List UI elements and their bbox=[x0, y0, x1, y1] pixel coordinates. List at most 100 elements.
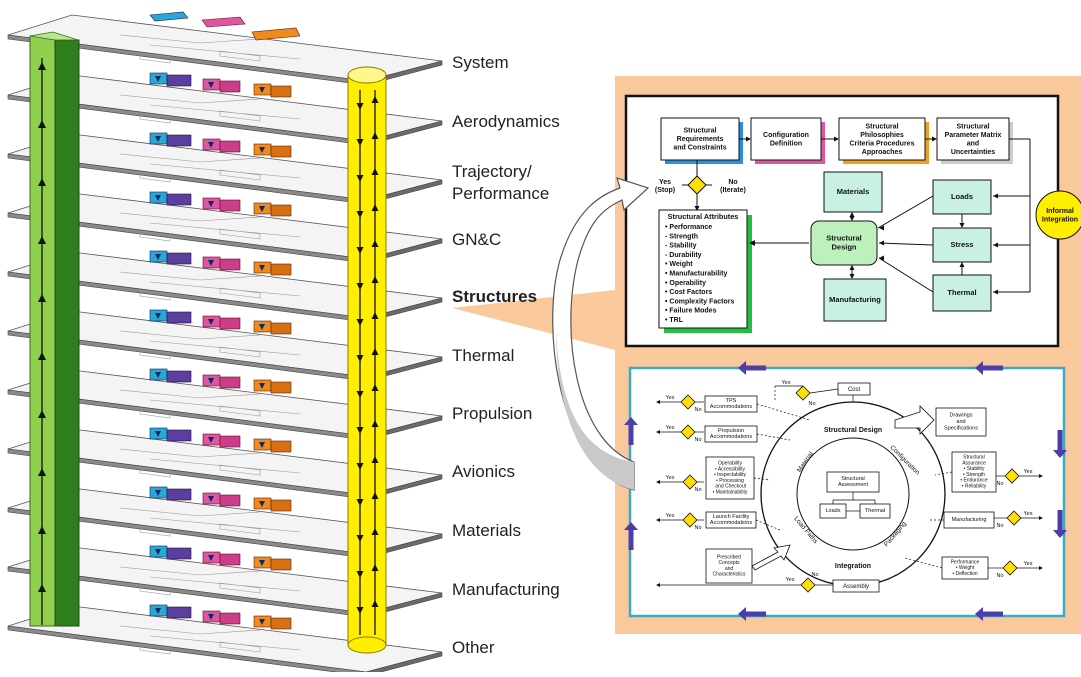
ring-label: Structural Design bbox=[824, 427, 882, 434]
discipline-label: Propulsion bbox=[452, 404, 533, 423]
flow-arrow-shaft bbox=[628, 425, 634, 445]
plate bbox=[7, 251, 443, 335]
plate bbox=[7, 605, 443, 677]
plate-sketch bbox=[119, 448, 301, 478]
text-line: Structural bbox=[841, 476, 865, 482]
discipline-label: Trajectory/ Performance bbox=[452, 162, 550, 203]
arrowhead bbox=[371, 276, 379, 283]
orange-block bbox=[270, 558, 292, 571]
text-line: No bbox=[996, 523, 1003, 529]
arrowhead bbox=[356, 283, 364, 290]
plate-sketch bbox=[119, 330, 301, 360]
arrowhead bbox=[849, 265, 855, 270]
text-line: Structural bbox=[683, 127, 716, 134]
arrowhead bbox=[371, 204, 379, 211]
orange-block bbox=[270, 204, 292, 217]
text-line: • Endurance bbox=[960, 478, 988, 484]
arrowhead bbox=[834, 136, 839, 142]
decision-diamond bbox=[800, 577, 816, 593]
text-line: (Iterate) bbox=[720, 187, 746, 194]
text-line: TPS bbox=[726, 398, 737, 404]
arrowhead bbox=[993, 289, 998, 295]
orange-block bbox=[270, 85, 292, 98]
box-label: Loads bbox=[826, 508, 841, 514]
text-line: • Performance bbox=[665, 224, 712, 231]
callout-wedge bbox=[452, 290, 615, 350]
arrowhead bbox=[208, 437, 214, 443]
discipline-label: Aerodynamics bbox=[452, 112, 560, 131]
text-line: Yes bbox=[786, 577, 795, 583]
plate bbox=[7, 369, 443, 453]
text-line: Stress bbox=[951, 240, 974, 249]
arrowhead bbox=[849, 216, 855, 221]
arrowhead bbox=[371, 348, 379, 355]
arrowhead bbox=[879, 225, 884, 231]
text-line: No bbox=[694, 407, 701, 413]
text-line: and Checkout bbox=[714, 484, 747, 490]
yes-label: Yes bbox=[666, 475, 675, 481]
loads-box: Loads bbox=[819, 503, 847, 519]
arrowhead bbox=[356, 103, 364, 110]
yellow-column-bottom bbox=[347, 636, 387, 654]
text-line: No bbox=[694, 487, 701, 493]
thermal-box: Thermal bbox=[932, 274, 992, 312]
arrowhead bbox=[694, 206, 700, 211]
purple-block bbox=[166, 547, 192, 560]
text-line: • Cost Factors bbox=[665, 289, 712, 296]
box-rect bbox=[705, 456, 755, 500]
arrowhead bbox=[849, 274, 855, 279]
arrowhead bbox=[208, 614, 214, 620]
attribute-item: • Cost Factors bbox=[665, 289, 712, 296]
loads-box: Loads bbox=[932, 179, 992, 215]
arrowhead bbox=[746, 136, 751, 142]
arrowhead bbox=[155, 195, 161, 201]
arrowhead bbox=[259, 265, 265, 271]
text-line: Thermal bbox=[947, 288, 976, 297]
arrowhead bbox=[1039, 474, 1043, 478]
text-line: (Stop) bbox=[655, 187, 675, 194]
box-rect bbox=[832, 579, 880, 593]
box-label: Performance• Weight• Deflection bbox=[951, 560, 980, 578]
top-magenta-block bbox=[201, 16, 246, 28]
text-line: Informal bbox=[1046, 208, 1074, 215]
arrowhead bbox=[356, 607, 364, 614]
plate-sketch bbox=[119, 212, 301, 242]
arrowhead bbox=[38, 468, 46, 476]
text-line: Accommodations bbox=[710, 435, 752, 441]
curved-flow-arrow bbox=[552, 177, 650, 491]
decision-diamond bbox=[682, 474, 698, 490]
plate-sketch bbox=[119, 34, 301, 64]
arrowhead bbox=[932, 136, 937, 142]
plate-sketch bbox=[119, 94, 301, 124]
magenta-block bbox=[219, 553, 241, 566]
arrowhead bbox=[356, 247, 364, 254]
text-line: Prescribed bbox=[717, 555, 741, 561]
arrowhead bbox=[993, 193, 998, 199]
plate bbox=[7, 192, 443, 276]
arrowhead bbox=[208, 201, 214, 207]
no-label: No bbox=[996, 523, 1003, 529]
plate bbox=[7, 546, 443, 630]
magenta-block bbox=[219, 258, 241, 271]
arrowhead bbox=[38, 352, 46, 360]
box-rect bbox=[823, 171, 883, 213]
box-rect bbox=[838, 117, 926, 161]
arrowhead bbox=[356, 211, 364, 218]
thermal-box: Thermal bbox=[859, 503, 891, 519]
plate-sketch bbox=[119, 153, 301, 183]
box-label: Manufacturing bbox=[952, 517, 987, 523]
prescribed-arrow bbox=[751, 544, 791, 571]
connector-line bbox=[755, 519, 781, 531]
arrowhead bbox=[38, 178, 46, 186]
text-line: Assessment bbox=[838, 483, 868, 489]
plate-sketch bbox=[119, 389, 301, 419]
no-label: No bbox=[694, 487, 701, 493]
manufacturing-box: Manufacturing bbox=[943, 511, 995, 529]
green-column bbox=[29, 31, 80, 627]
text-line: Integration bbox=[835, 563, 871, 570]
